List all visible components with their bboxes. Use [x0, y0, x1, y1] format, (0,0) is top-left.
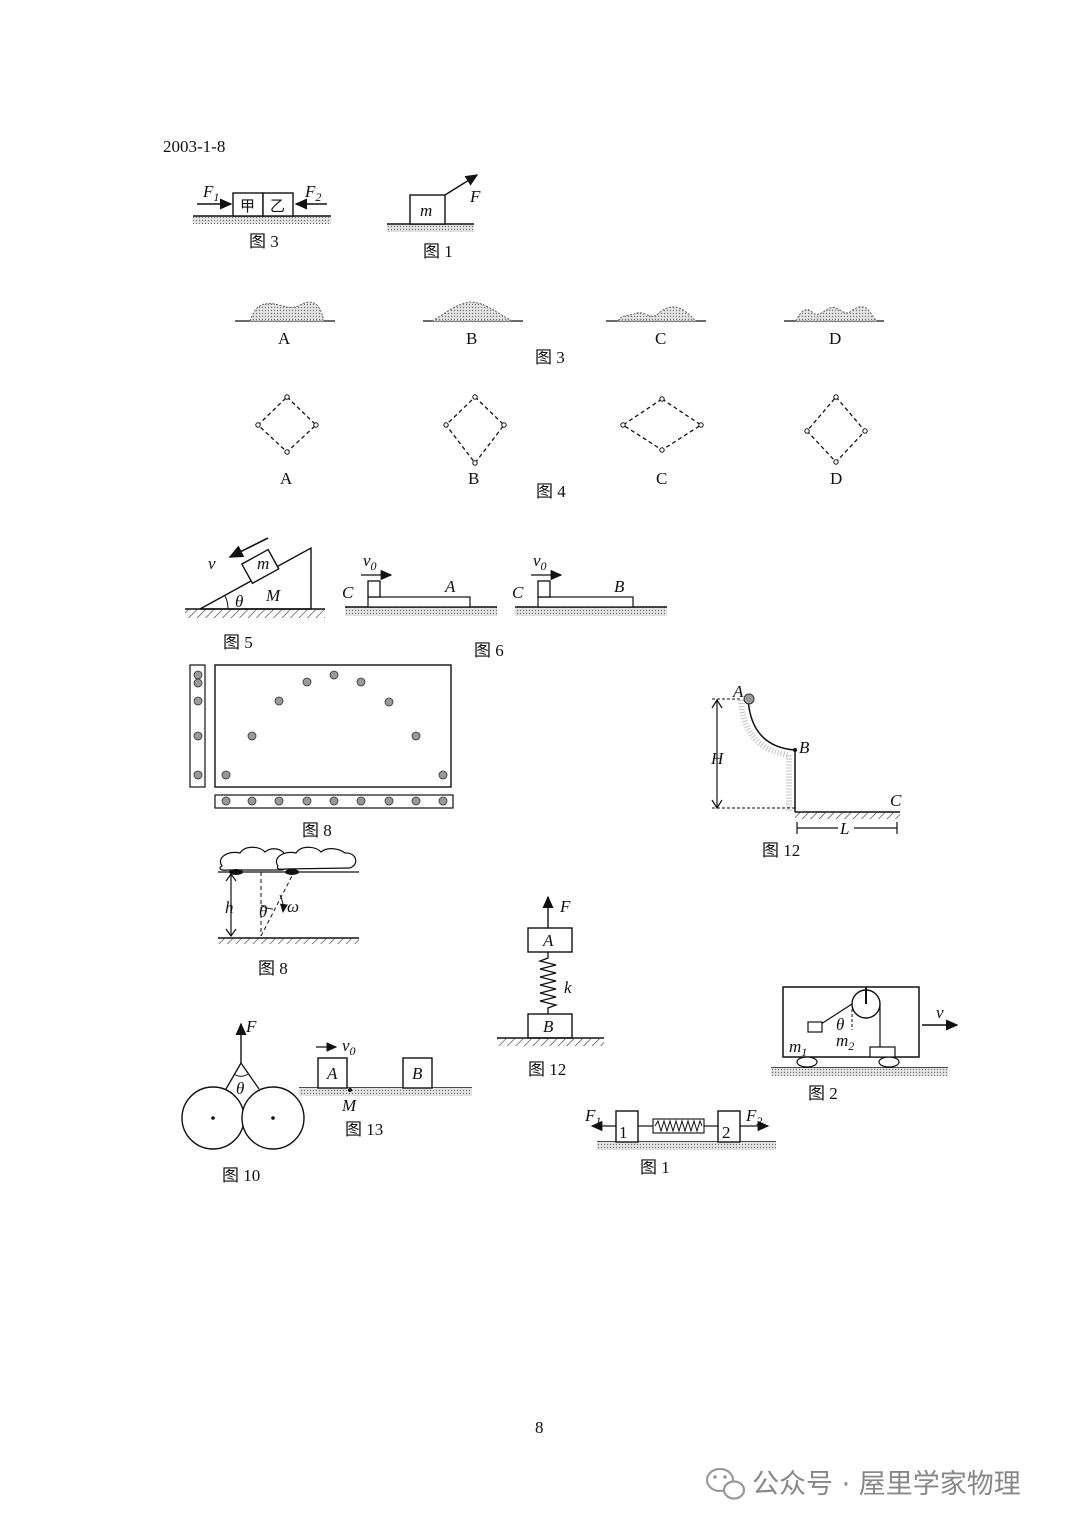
spring-label-f: F	[559, 897, 571, 916]
figure-squares	[257, 395, 866, 465]
wave-label-b: B	[466, 329, 477, 348]
caption-fig-top-mid: 图 1	[423, 242, 453, 261]
caption-fig-strobe: 图 8	[302, 821, 332, 840]
board2-label-v0: v0	[533, 551, 547, 573]
caption-fig-waves: 图 3	[535, 348, 565, 367]
incline-label-m: m	[257, 554, 269, 573]
track-label-h: H	[710, 749, 725, 768]
label-yi: 乙	[270, 197, 285, 215]
label-f: F	[469, 187, 481, 206]
board2-label-b: B	[614, 577, 625, 596]
track-ball	[743, 693, 755, 705]
board1-label-a: A	[444, 577, 456, 596]
caption-fig-cylinders: 图 10	[222, 1166, 260, 1185]
blocks-label-m: M	[341, 1096, 357, 1115]
block-m	[409, 194, 446, 225]
incline-label-v: v	[208, 554, 216, 573]
cart-label-m2: m2	[836, 1031, 854, 1053]
incline-label-theta: θ	[235, 592, 243, 611]
figure-clouds: h θ ω 图 8	[218, 846, 359, 978]
spring-label-k: k	[564, 978, 572, 997]
spring-label-a: A	[542, 931, 554, 950]
blocks-label-a: A	[326, 1064, 338, 1083]
caption-fig-spring: 图 12	[528, 1060, 566, 1079]
caption-fig-top-left: 图 3	[249, 232, 279, 251]
caption-fig-squares: 图 4	[536, 482, 566, 501]
square-label-a: A	[280, 469, 293, 488]
figure-block-pulled: m F 图 1	[387, 174, 481, 261]
figure-blocks-ab: A B v0 M 图 13	[299, 1036, 472, 1139]
blocks-label-v0: v0	[342, 1036, 356, 1058]
track-label-l: L	[839, 819, 849, 838]
spring2-label-1: 1	[619, 1123, 628, 1142]
figure-boards: v0 C A v0 C B 图 6	[342, 551, 667, 660]
figure-waves: A B C D 图 3	[235, 301, 884, 367]
watermark-text: 公众号 · 屋里学家物理	[752, 1469, 1021, 1500]
label-f2: F2	[304, 182, 321, 204]
figure-squares-vertices	[255, 394, 868, 466]
spring-label-b: B	[543, 1017, 554, 1036]
figure-spring-horizontal: 1 2 F1 F2 图 1	[584, 1106, 776, 1177]
label-f1: F1	[202, 182, 219, 204]
caption-fig-incline: 图 5	[223, 633, 253, 652]
caption-fig-board: 图 6	[474, 641, 504, 660]
wechat-icon	[705, 1467, 746, 1500]
label-jia: 甲	[240, 197, 255, 215]
caption-fig-spring2: 图 1	[640, 1158, 670, 1177]
figure-spring-vertical: F A k B 图 12	[497, 895, 604, 1079]
cart-label-theta: θ	[836, 1015, 844, 1034]
spring2-label-2: 2	[722, 1123, 731, 1142]
block-yi	[262, 192, 294, 217]
wave-label-c: C	[655, 329, 666, 348]
caption-fig-cloud: 图 8	[258, 959, 288, 978]
cloud-label-omega: ω	[287, 897, 299, 916]
blocks-label-b: B	[412, 1064, 423, 1083]
date-code: 2003-1-8	[163, 137, 225, 156]
board2-label-c: C	[512, 583, 524, 602]
track-label-b: B	[799, 738, 810, 757]
label-m: m	[420, 201, 432, 220]
figure-track: H L A B C 图 12	[710, 682, 902, 860]
wave-label-a: A	[278, 329, 291, 348]
cloud-label-theta: θ	[259, 902, 267, 921]
spring2-label-f2: F2	[745, 1106, 762, 1128]
cart-label-m1: m1	[789, 1037, 807, 1059]
cart-label-v: v	[936, 1003, 944, 1022]
caption-fig-cart: 图 2	[808, 1084, 838, 1103]
figure-two-blocks: 甲 乙 F1 F2 图 3	[193, 182, 331, 251]
cylinder-label-f: F	[245, 1017, 257, 1036]
figure-cylinders: F θ 图 10	[181, 1017, 305, 1185]
spring2-label-f1: F1	[584, 1106, 601, 1128]
wave-label-d: D	[829, 329, 841, 348]
cylinder-label-theta: θ	[236, 1079, 244, 1098]
square-label-d: D	[830, 469, 842, 488]
cloud-label-h: h	[225, 898, 234, 917]
figure-cart: θ m1 m2 v 图 2	[771, 986, 959, 1103]
track-label-a: A	[732, 682, 744, 701]
watermark: 公众号 · 屋里学家物理	[705, 1467, 1021, 1500]
incline-block-m	[240, 548, 280, 585]
page-number: 8	[535, 1418, 544, 1437]
square-label-b: B	[468, 469, 479, 488]
track-label-c: C	[890, 791, 902, 810]
figure-strobe: 图 8	[189, 664, 454, 840]
caption-fig-blocks: 图 13	[345, 1120, 383, 1139]
board1-label-c: C	[342, 583, 354, 602]
square-label-c: C	[656, 469, 667, 488]
board1-label-v0: v0	[363, 551, 377, 573]
figure-incline: m v θ M 图 5	[185, 537, 325, 652]
caption-fig-track: 图 12	[762, 841, 800, 860]
incline-label-big-m: M	[265, 586, 281, 605]
